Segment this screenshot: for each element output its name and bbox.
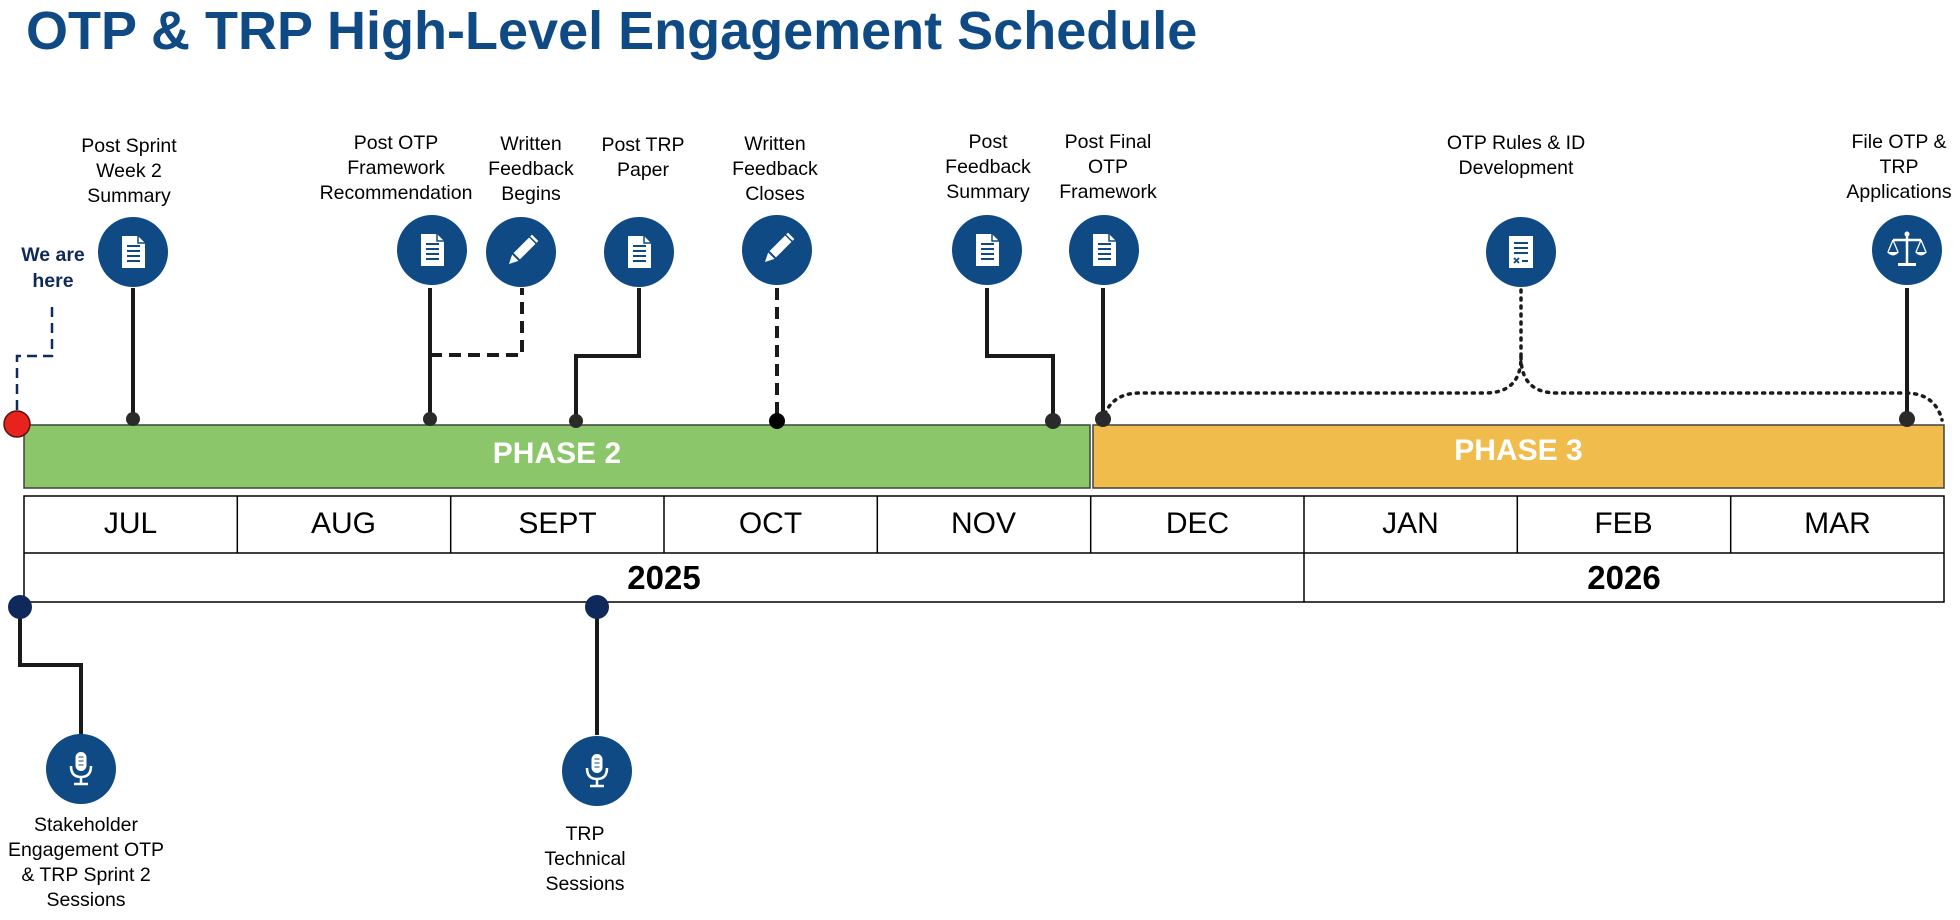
- milestone-icon-post-final-otp-framework: [1069, 215, 1139, 285]
- month-jul: JUL: [103, 507, 158, 540]
- month-feb: FEB: [1594, 507, 1653, 540]
- phase-3-label: PHASE 3: [1454, 434, 1583, 467]
- month-oct: OCT: [738, 507, 803, 540]
- otp-rules-brace: [1101, 288, 1944, 422]
- milestone-label-post-feedback-summary: Post Feedback Summary: [945, 131, 1031, 203]
- milestone-label-otp-rules-id-development: OTP Rules & ID Development: [1446, 132, 1586, 179]
- we-are-here-label: We are here: [21, 244, 85, 292]
- we-are-here-connector: [15, 307, 54, 412]
- phase-3-bar: [1092, 424, 1945, 489]
- month-sept: SEPT: [518, 507, 597, 540]
- milestone-label-post-otp-framework: Post OTP Framework Recommendation: [319, 132, 473, 204]
- milestone-label-trp-technical-sessions: TRP Technical Sessions: [544, 823, 626, 895]
- milestone-label-post-sprint-week2: Post Sprint Week 2 Summary: [81, 135, 177, 207]
- month-nov: NOV: [950, 507, 1016, 540]
- milestone-icon-post-trp-paper: [604, 217, 674, 287]
- bottom-connectors: [18, 607, 599, 735]
- milestone-label-file-applications: File OTP & TRP Applications: [1846, 131, 1952, 203]
- document-icon: [627, 235, 652, 269]
- milestone-icon-file-applications: [1872, 215, 1942, 285]
- month-jan: JAN: [1382, 507, 1439, 540]
- milestone-icon-post-feedback-summary: [952, 215, 1022, 285]
- milestone-junction-dots: [126, 411, 1915, 429]
- milestone-label-post-final-otp-framework: Post Final OTP Framework: [1059, 131, 1157, 203]
- milestone-icon-otp-rules-id-development: [1486, 217, 1556, 287]
- document-icon: [975, 233, 1000, 267]
- rules-document-icon: [1508, 235, 1534, 269]
- milestone-icon-post-otp-framework: [397, 215, 467, 285]
- year-2026: 2026: [1587, 559, 1661, 596]
- milestone-icon-post-sprint-week2: [98, 217, 168, 287]
- document-icon: [420, 233, 445, 267]
- milestone-label-post-trp-paper: Post TRP Paper: [601, 134, 685, 181]
- document-icon: [121, 235, 146, 269]
- month-mar: MAR: [1804, 507, 1871, 540]
- year-2025: 2025: [627, 559, 701, 596]
- phase-2-label: PHASE 2: [492, 437, 622, 470]
- bottom-junction-dot: [585, 595, 609, 619]
- milestone-icon-trp-technical-sessions: [562, 736, 632, 806]
- top-connectors: [131, 288, 1909, 419]
- month-aug: AUG: [310, 507, 376, 540]
- milestone-icon-stakeholder-sessions: [46, 734, 116, 804]
- phase-2-bar: [23, 424, 1091, 489]
- milestone-label-written-feedback-begins: Written Feedback Begins: [488, 133, 574, 205]
- milestone-label-written-feedback-closes: Written Feedback Closes: [732, 133, 818, 205]
- milestone-label-stakeholder-sessions: Stakeholder Engagement OTP & TRP Sprint …: [7, 814, 165, 911]
- current-position-marker: [3, 410, 31, 438]
- page-title: OTP & TRP High-Level Engagement Schedule: [26, 1, 1198, 61]
- milestone-icon-written-feedback-begins: [486, 217, 556, 287]
- bottom-junction-dot: [8, 595, 32, 619]
- month-dec: DEC: [1165, 507, 1230, 540]
- document-icon: [1092, 233, 1117, 267]
- milestone-icon-written-feedback-closes: [742, 215, 812, 285]
- timeline-grid: [23, 495, 1945, 603]
